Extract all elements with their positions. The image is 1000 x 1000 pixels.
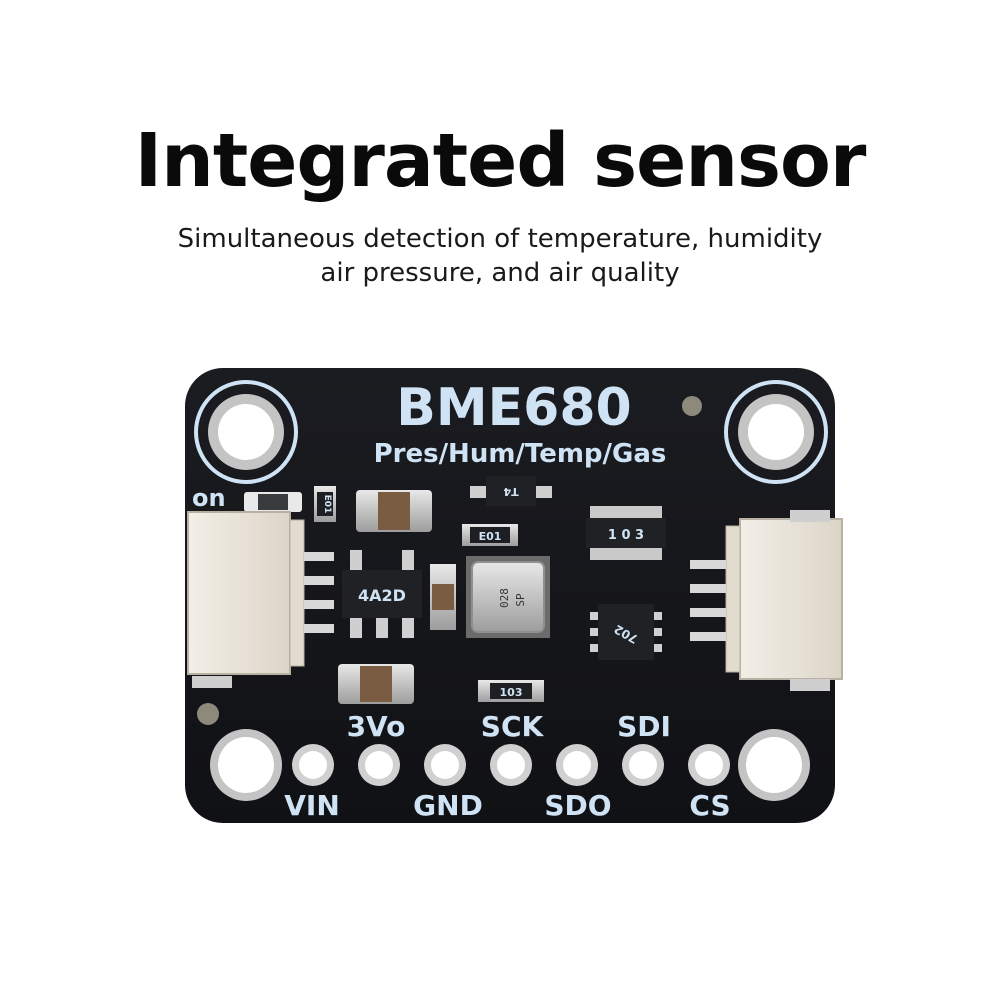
- resistor-103-bottom: 103: [478, 680, 544, 702]
- voltage-regulator-4a2d: 4A2D: [342, 550, 422, 638]
- mounting-hole-bottom-left: [210, 729, 282, 801]
- pin-pad-sdo: [556, 744, 598, 786]
- subtitle-line-2: air pressure, and air quality: [320, 258, 680, 288]
- stemma-connector-left: [187, 511, 334, 688]
- pin-label-cs: CS: [689, 789, 730, 822]
- pin-pad-cs: [688, 744, 730, 786]
- fiducial-top: [682, 396, 702, 416]
- led-label: on: [192, 484, 226, 512]
- pin-label-vin: VIN: [284, 789, 340, 822]
- pin-label-gnd: GND: [413, 789, 483, 822]
- sensor-board-photo: BME680 Pres/Hum/Temp/Gas on E01: [185, 368, 843, 823]
- resistor-e01-middle: E01: [462, 524, 518, 546]
- header-pads: [292, 744, 730, 786]
- resistor-e01-top: E01: [314, 486, 336, 522]
- pin-label-3vo: 3Vo: [347, 710, 406, 743]
- capacitor-side: [430, 564, 456, 630]
- pin-label-sdo: SDO: [544, 789, 611, 822]
- power-led: [244, 492, 302, 512]
- pin-pad-vin: [292, 744, 334, 786]
- capacitor-bottom: [338, 664, 414, 704]
- fiducial-bottom: [197, 703, 219, 725]
- pin-pad-sck: [490, 744, 532, 786]
- svg-text:E01: E01: [479, 530, 502, 543]
- svg-text:E01: E01: [322, 495, 332, 514]
- transistor-t4: T4: [470, 476, 552, 506]
- pin-label-sdi: SDI: [617, 710, 671, 743]
- svg-text:4A2D: 4A2D: [358, 586, 406, 605]
- capacitor-top: [356, 490, 432, 532]
- svg-text:028: 028: [498, 588, 511, 608]
- pin-label-sck: SCK: [481, 710, 545, 743]
- pin-pad-gnd: [424, 744, 466, 786]
- mounting-hole-top-right: [724, 380, 828, 484]
- pin-pad-3vo: [358, 744, 400, 786]
- resistor-network-103: 1 0 3: [586, 506, 666, 560]
- board-name: BME680: [396, 378, 631, 438]
- mounting-hole-top-left: [194, 380, 298, 484]
- bme680-sensor-chip: 028 SP: [466, 556, 550, 638]
- svg-text:SP: SP: [514, 593, 527, 607]
- pin-pad-sdi: [622, 744, 664, 786]
- stemma-connector-right: [690, 510, 843, 691]
- svg-text:1 0 3: 1 0 3: [608, 528, 644, 543]
- svg-text:T4: T4: [503, 485, 519, 498]
- level-shifter-chip: 702: [590, 604, 662, 660]
- svg-text:103: 103: [500, 686, 523, 699]
- page-title: Integrated sensor: [134, 118, 867, 204]
- board-function: Pres/Hum/Temp/Gas: [374, 439, 667, 469]
- mounting-hole-bottom-right: [738, 729, 810, 801]
- subtitle-line-1: Simultaneous detection of temperature, h…: [177, 224, 823, 254]
